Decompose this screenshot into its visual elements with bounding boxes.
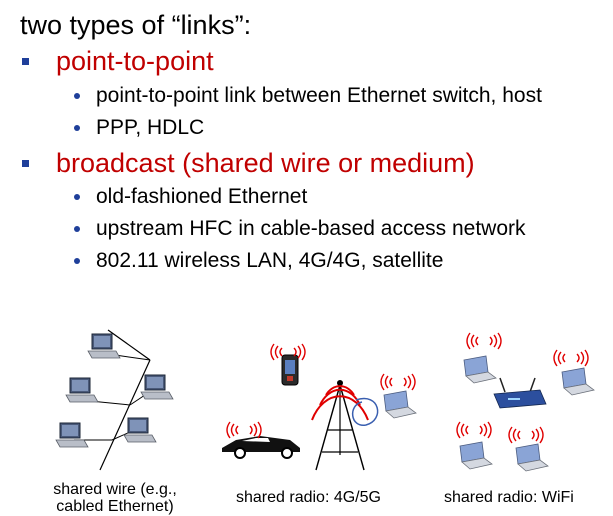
square-bullet-icon bbox=[22, 58, 29, 65]
dot-bullet-icon bbox=[74, 258, 80, 264]
slide-heading: two types of “links”: bbox=[20, 10, 252, 40]
radio-wave-icon bbox=[226, 421, 262, 439]
list-item-text: 802.11 wireless LAN, 4G/4G, satellite bbox=[96, 249, 444, 272]
radio-wave-icon bbox=[508, 426, 544, 444]
caption-wifi: shared radio: WiFi bbox=[444, 489, 574, 506]
dot-bullet-icon bbox=[74, 226, 80, 232]
caption-line: cabled Ethernet) bbox=[56, 497, 174, 515]
radio-wave-icon bbox=[380, 373, 416, 391]
computer-icon bbox=[65, 377, 99, 403]
caption-line: shared wire (e.g., bbox=[53, 481, 177, 498]
square-bullet-icon bbox=[22, 160, 29, 167]
wifi-router-icon bbox=[493, 377, 547, 409]
car-icon bbox=[222, 436, 300, 459]
wifi-radio-illustration bbox=[456, 332, 595, 472]
mobile-phone-icon bbox=[281, 354, 299, 386]
laptop-icon bbox=[463, 355, 497, 384]
laptop-icon bbox=[459, 441, 493, 470]
computer-icon bbox=[55, 422, 89, 448]
laptop-icon bbox=[561, 367, 595, 396]
list-item-text: upstream HFC in cable-based access netwo… bbox=[96, 217, 526, 240]
computer-icon bbox=[87, 333, 121, 359]
cellular-radio-illustration bbox=[222, 343, 417, 471]
dot-bullet-icon bbox=[74, 93, 80, 99]
dot-bullet-icon bbox=[74, 125, 80, 131]
shared-wire-illustration bbox=[55, 329, 174, 471]
list-item-text: point-to-point link between Ethernet swi… bbox=[96, 84, 542, 107]
section-title: point-to-point bbox=[56, 46, 214, 76]
section-title: broadcast (shared wire or medium) bbox=[56, 148, 475, 178]
dot-bullet-icon bbox=[74, 194, 80, 200]
radio-wave-icon bbox=[456, 421, 492, 439]
radio-wave-icon bbox=[466, 332, 502, 350]
list-item-text: old-fashioned Ethernet bbox=[96, 185, 308, 208]
computer-icon bbox=[123, 417, 157, 443]
radio-wave-icon bbox=[553, 349, 589, 367]
laptop-icon bbox=[383, 390, 417, 419]
caption-cellular: shared radio: 4G/5G bbox=[236, 489, 381, 506]
computer-icon bbox=[140, 374, 174, 400]
caption-shared-wire: shared wire (e.g., cabled Ethernet) bbox=[45, 481, 185, 516]
list-item-text: PPP, HDLC bbox=[96, 116, 205, 139]
laptop-icon bbox=[515, 443, 549, 472]
